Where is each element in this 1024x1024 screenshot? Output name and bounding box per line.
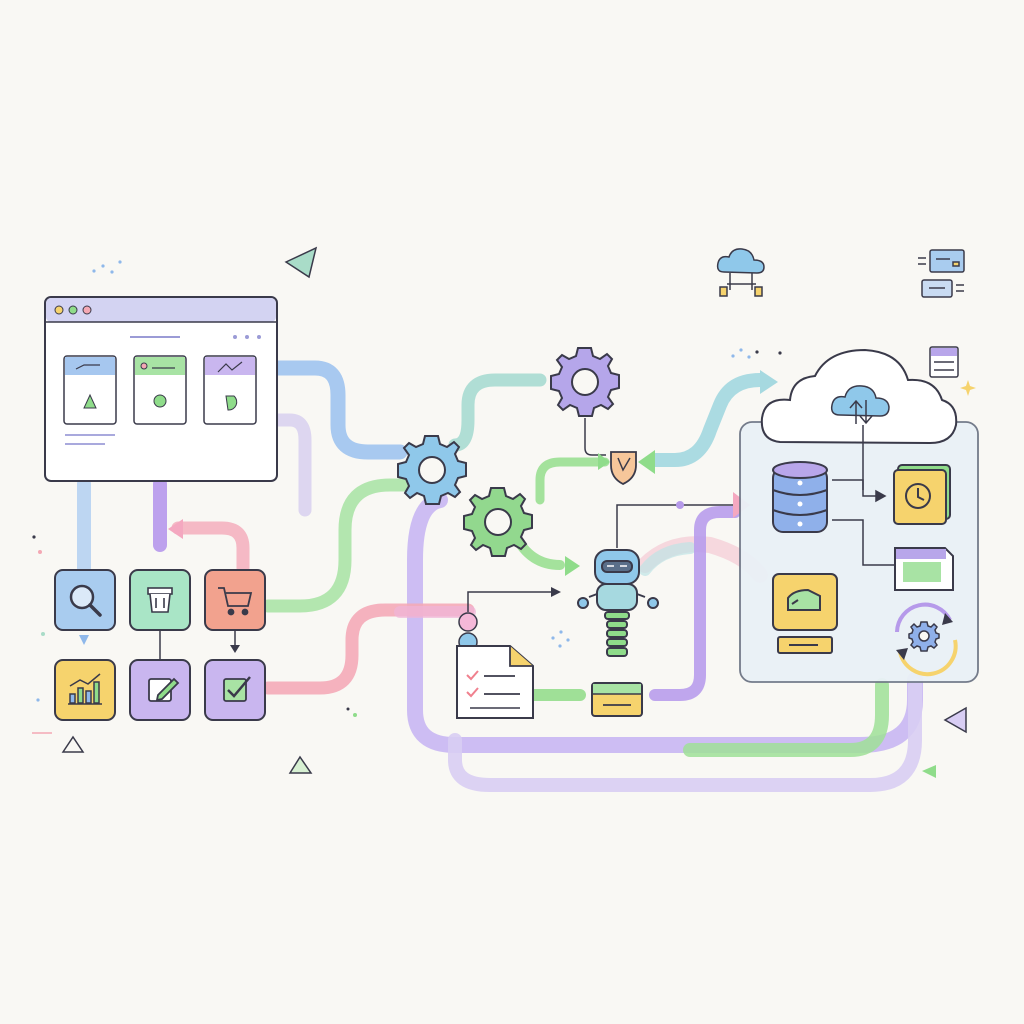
edit-tile[interactable] bbox=[129, 659, 191, 721]
pie-icon bbox=[225, 395, 238, 411]
gear-blue bbox=[397, 435, 467, 505]
approve-to-checklist-connector bbox=[261, 603, 475, 695]
checklist-arrow-line bbox=[467, 591, 553, 612]
mini-cloud bbox=[716, 248, 765, 297]
cloud bbox=[760, 348, 958, 445]
browser-menu-dot bbox=[233, 335, 237, 339]
package-box-icon bbox=[147, 587, 173, 613]
package-tile[interactable] bbox=[129, 569, 191, 631]
arrow-to-approve bbox=[230, 645, 240, 653]
cart-to-gear-connector bbox=[261, 478, 417, 613]
circle-chart-card bbox=[133, 355, 187, 425]
robot bbox=[577, 549, 659, 657]
bar-chart-icon bbox=[68, 673, 102, 705]
checklist bbox=[456, 612, 534, 719]
analytics-tile[interactable] bbox=[54, 659, 116, 721]
robot-line-dot bbox=[676, 501, 684, 509]
gear-purple bbox=[550, 347, 620, 417]
triangle-chart-card bbox=[63, 355, 117, 425]
cart-to-package-connector bbox=[171, 521, 250, 575]
card-icon bbox=[918, 249, 965, 298]
browser-menu-dot bbox=[257, 335, 261, 339]
triangle-decoration bbox=[943, 706, 967, 734]
sparkle-decoration bbox=[960, 380, 976, 396]
checklist-pin bbox=[458, 612, 478, 632]
tray-to-arrow-connector bbox=[649, 506, 741, 701]
gear-to-shield-connector bbox=[535, 457, 610, 505]
server-icon bbox=[929, 346, 959, 378]
browser-lavender-connector bbox=[271, 413, 312, 517]
monitor-icon bbox=[894, 547, 954, 591]
green-loop-connector bbox=[683, 678, 889, 757]
triangle-decoration bbox=[284, 246, 318, 279]
browser-titlebar bbox=[46, 298, 276, 322]
pie-chart-card bbox=[203, 355, 257, 425]
gear-green bbox=[463, 487, 533, 557]
cloud-panel bbox=[739, 348, 979, 683]
arrow-to-search bbox=[79, 635, 89, 645]
gear-to-gear-connector bbox=[448, 373, 547, 452]
robot-icon bbox=[577, 549, 659, 657]
monitor bbox=[894, 547, 954, 591]
window-dot-green bbox=[68, 305, 78, 315]
browser-menu-dot bbox=[245, 335, 249, 339]
robot-teal-connector bbox=[639, 542, 696, 576]
sync-gear-icon bbox=[895, 602, 958, 677]
purple-loop-connector bbox=[407, 492, 923, 753]
triangle-decoration bbox=[288, 755, 313, 774]
shopping-cart-icon bbox=[218, 587, 253, 616]
arrow-into-shield bbox=[598, 453, 610, 470]
lavender-loop-connector bbox=[448, 678, 922, 792]
shield bbox=[610, 451, 637, 485]
triangle-decoration bbox=[922, 765, 936, 778]
inbox-tray-icon bbox=[591, 682, 643, 717]
decorations bbox=[32, 246, 976, 778]
scheduler bbox=[893, 464, 951, 525]
tile-grid bbox=[54, 569, 266, 721]
arrow-to-cloud bbox=[760, 370, 778, 394]
tray bbox=[591, 682, 643, 717]
connectors bbox=[77, 360, 923, 792]
checklist-document-icon bbox=[456, 645, 534, 719]
arrow-checklist-line bbox=[551, 587, 561, 597]
mini-server bbox=[929, 346, 959, 378]
pencil-edit-icon bbox=[148, 677, 180, 702]
cart-tile[interactable] bbox=[204, 569, 266, 631]
gear-to-shield-line bbox=[584, 418, 606, 456]
circle-icon bbox=[153, 394, 167, 408]
terminal bbox=[772, 573, 838, 654]
arrow-to-package bbox=[168, 519, 183, 539]
arrowheads bbox=[79, 370, 778, 653]
database bbox=[772, 461, 828, 533]
window-dot-pink bbox=[82, 305, 92, 315]
browser-window bbox=[44, 296, 278, 482]
mini-cards bbox=[918, 249, 965, 298]
sync-gear bbox=[895, 602, 958, 677]
approve-tile[interactable] bbox=[204, 659, 266, 721]
arrow-into-shield-right bbox=[638, 450, 655, 474]
shield-to-cloud-connector bbox=[648, 373, 767, 467]
magnifier-icon bbox=[69, 584, 102, 617]
panel-lines bbox=[832, 425, 895, 566]
triangle-decoration bbox=[61, 735, 85, 753]
search-tile[interactable] bbox=[54, 569, 116, 631]
terminal-icon bbox=[772, 573, 838, 654]
cloud-icon bbox=[716, 248, 765, 297]
window-dot-yellow bbox=[54, 305, 64, 315]
clock-icon bbox=[893, 464, 951, 525]
database-icon bbox=[772, 461, 828, 533]
triangle-icon bbox=[83, 393, 97, 409]
arrow-to-robot bbox=[565, 556, 580, 576]
robot-to-arrow-line bbox=[616, 504, 735, 548]
browser-to-gear-connector bbox=[270, 360, 408, 460]
checkbox-check-icon bbox=[223, 676, 251, 702]
